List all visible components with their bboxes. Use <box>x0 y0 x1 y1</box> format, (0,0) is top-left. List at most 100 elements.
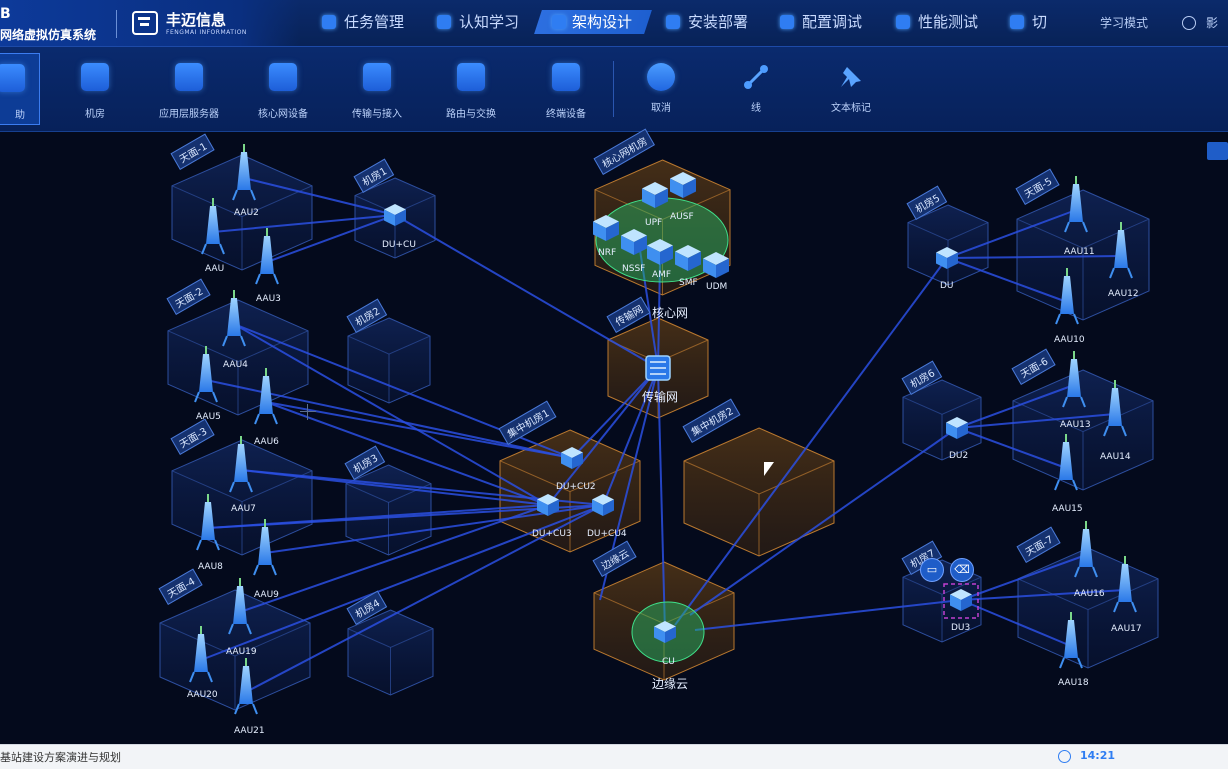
link <box>960 589 1126 601</box>
unit-label: DU+CU3 <box>532 529 572 539</box>
core-device-icon <box>269 63 297 91</box>
book-icon <box>437 15 451 29</box>
nav-config-debug[interactable]: 配置调试 <box>780 10 862 34</box>
antenna-leg <box>1092 566 1098 578</box>
tool-server-room[interactable]: 机房 <box>55 53 135 125</box>
tool-line[interactable]: 线 <box>716 53 796 125</box>
toolbar-separator <box>613 61 614 117</box>
antenna-mast <box>1069 184 1083 222</box>
transport-link <box>547 367 659 506</box>
antenna-leg <box>232 189 238 201</box>
antenna-leg <box>247 481 253 493</box>
aau-aau12-icon <box>1109 222 1133 279</box>
tool-cancel[interactable]: 取消 <box>621 53 701 125</box>
side-panel-toggle[interactable] <box>1207 142 1228 160</box>
aau-label: AAU19 <box>226 647 257 657</box>
core-nf-upf-icon <box>642 182 668 208</box>
config-icon <box>780 15 794 29</box>
area-jifang4 <box>347 609 434 696</box>
unit-label: DU+CU <box>382 240 416 250</box>
tool-move[interactable]: 助 <box>0 53 40 125</box>
antenna-leg <box>1113 601 1119 613</box>
aau-label: AAU <box>205 264 225 274</box>
antenna-leg <box>196 539 202 551</box>
link <box>946 257 1068 303</box>
antenna-leg <box>1072 479 1078 491</box>
antenna-leg <box>189 671 195 683</box>
area-jizhong2 <box>683 427 835 557</box>
aau-aau17-icon <box>1113 556 1137 613</box>
cube-right <box>961 594 972 611</box>
tool-text-marker[interactable]: 文本标记 <box>811 53 891 125</box>
aau-aau6-icon <box>254 368 278 425</box>
antenna-mast <box>1064 620 1078 658</box>
core-link <box>657 261 661 369</box>
antenna-leg <box>1077 657 1083 669</box>
transport-link <box>657 367 666 633</box>
nav-task-management[interactable]: 任务管理 <box>322 10 404 34</box>
aau-aau13-icon <box>1062 351 1086 408</box>
area-jifang2 <box>347 317 431 404</box>
link <box>956 427 1067 469</box>
nav-switch[interactable]: 切 <box>1010 10 1047 34</box>
learning-mode-label[interactable]: 学习模式 <box>1100 16 1149 30</box>
aau-label: AAU3 <box>256 294 281 304</box>
cube-right <box>634 235 647 255</box>
nav-install-deploy[interactable]: 安装部署 <box>666 10 748 34</box>
device-du2-icon <box>946 417 968 439</box>
save-node-button[interactable]: ▭ <box>920 558 944 582</box>
nav-cognitive-learning[interactable]: 认知学习 <box>437 10 519 34</box>
cube-left <box>647 245 660 265</box>
antenna-mast <box>201 502 215 540</box>
antenna-leg <box>1082 221 1088 233</box>
link <box>233 323 549 506</box>
core-nf-label: UPF <box>645 218 663 228</box>
antenna-leg <box>240 335 246 347</box>
tool-transport-access[interactable]: 传输与接入 <box>337 53 417 125</box>
nav-architecture-design[interactable]: 架构设计 <box>534 10 652 34</box>
antenna-leg <box>229 481 235 493</box>
antenna-leg <box>1073 313 1079 325</box>
aau-aau5-icon <box>194 346 218 403</box>
antenna-mast <box>233 586 247 624</box>
cube-right <box>395 209 406 226</box>
transport-link <box>571 367 659 459</box>
antenna-leg <box>1109 267 1115 279</box>
tool-app-server[interactable]: 应用层服务器 <box>149 53 229 125</box>
tool-core-device[interactable]: 核心网设备 <box>243 53 323 125</box>
antenna-mast <box>199 354 213 392</box>
unit-label: DU3 <box>951 623 971 633</box>
aau-aau16-icon <box>1074 521 1098 578</box>
aau-aau2-icon <box>232 144 256 201</box>
link <box>956 413 1116 429</box>
antenna-leg <box>273 273 279 285</box>
aau-aau20-icon <box>189 626 213 683</box>
unit-label: DU <box>940 281 954 291</box>
tool-terminal-device[interactable]: 终端设备 <box>526 53 606 125</box>
tool-routing-switching[interactable]: 路由与交换 <box>431 53 511 125</box>
antenna-mast <box>194 634 208 672</box>
aau-label: AAU12 <box>1108 289 1139 299</box>
nav-performance-test[interactable]: 性能测试 <box>896 10 978 34</box>
antenna-leg <box>271 564 277 576</box>
mouse-cursor-icon <box>764 462 774 476</box>
user-name[interactable]: 影 <box>1206 16 1219 30</box>
move-icon <box>0 64 25 92</box>
delete-node-button[interactable]: ⌫ <box>950 558 974 582</box>
cube-right <box>665 626 676 643</box>
antenna-leg <box>219 243 225 255</box>
user-icon[interactable] <box>1182 16 1196 30</box>
cube-left <box>384 209 395 226</box>
aau-label: AAU8 <box>198 562 223 572</box>
cube-left <box>670 178 683 198</box>
antenna-leg <box>1054 479 1060 491</box>
aau-label: AAU2 <box>234 208 259 218</box>
antenna-leg <box>228 623 234 635</box>
antenna-leg <box>214 539 220 551</box>
cube-left <box>561 452 572 469</box>
topology-graphics <box>159 144 1159 715</box>
aau-aau14-icon <box>1103 380 1127 437</box>
area-tianmian4 <box>159 589 311 711</box>
core-nf-nssf-icon <box>621 229 647 255</box>
